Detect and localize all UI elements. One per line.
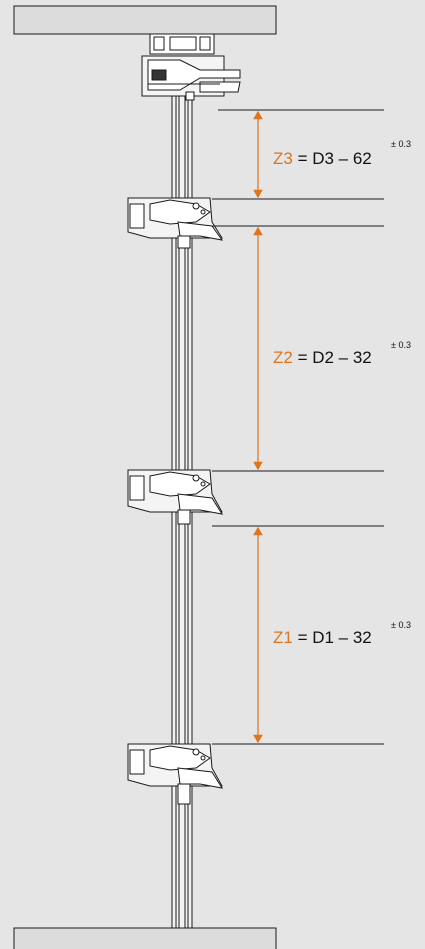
zone-name: Z1 bbox=[273, 628, 293, 647]
hinge-1 bbox=[127, 743, 224, 805]
hinge-3 bbox=[127, 197, 224, 249]
dimension-label-z2: Z2 = D2 – 32 bbox=[273, 348, 372, 367]
tolerance-label-z2: ± 0.3 bbox=[391, 340, 411, 350]
bottom-panel bbox=[13, 927, 277, 949]
formula: = D3 – 62 bbox=[293, 149, 372, 168]
dimension-label-z1: Z1 = D1 – 32 bbox=[273, 628, 372, 647]
hinge-2 bbox=[127, 469, 224, 525]
tolerance-label-z1: ± 0.3 bbox=[391, 620, 411, 630]
top-fitting bbox=[141, 33, 241, 101]
zone-name: Z2 bbox=[273, 348, 293, 367]
dimension-label-z3: Z3 = D3 – 62 bbox=[273, 149, 372, 168]
formula: = D1 – 32 bbox=[293, 628, 372, 647]
reference-lines bbox=[212, 109, 384, 745]
top-panel bbox=[13, 5, 277, 35]
tolerance-label-z3: ± 0.3 bbox=[391, 139, 411, 149]
formula: = D2 – 32 bbox=[293, 348, 372, 367]
zone-name: Z3 bbox=[273, 149, 293, 168]
